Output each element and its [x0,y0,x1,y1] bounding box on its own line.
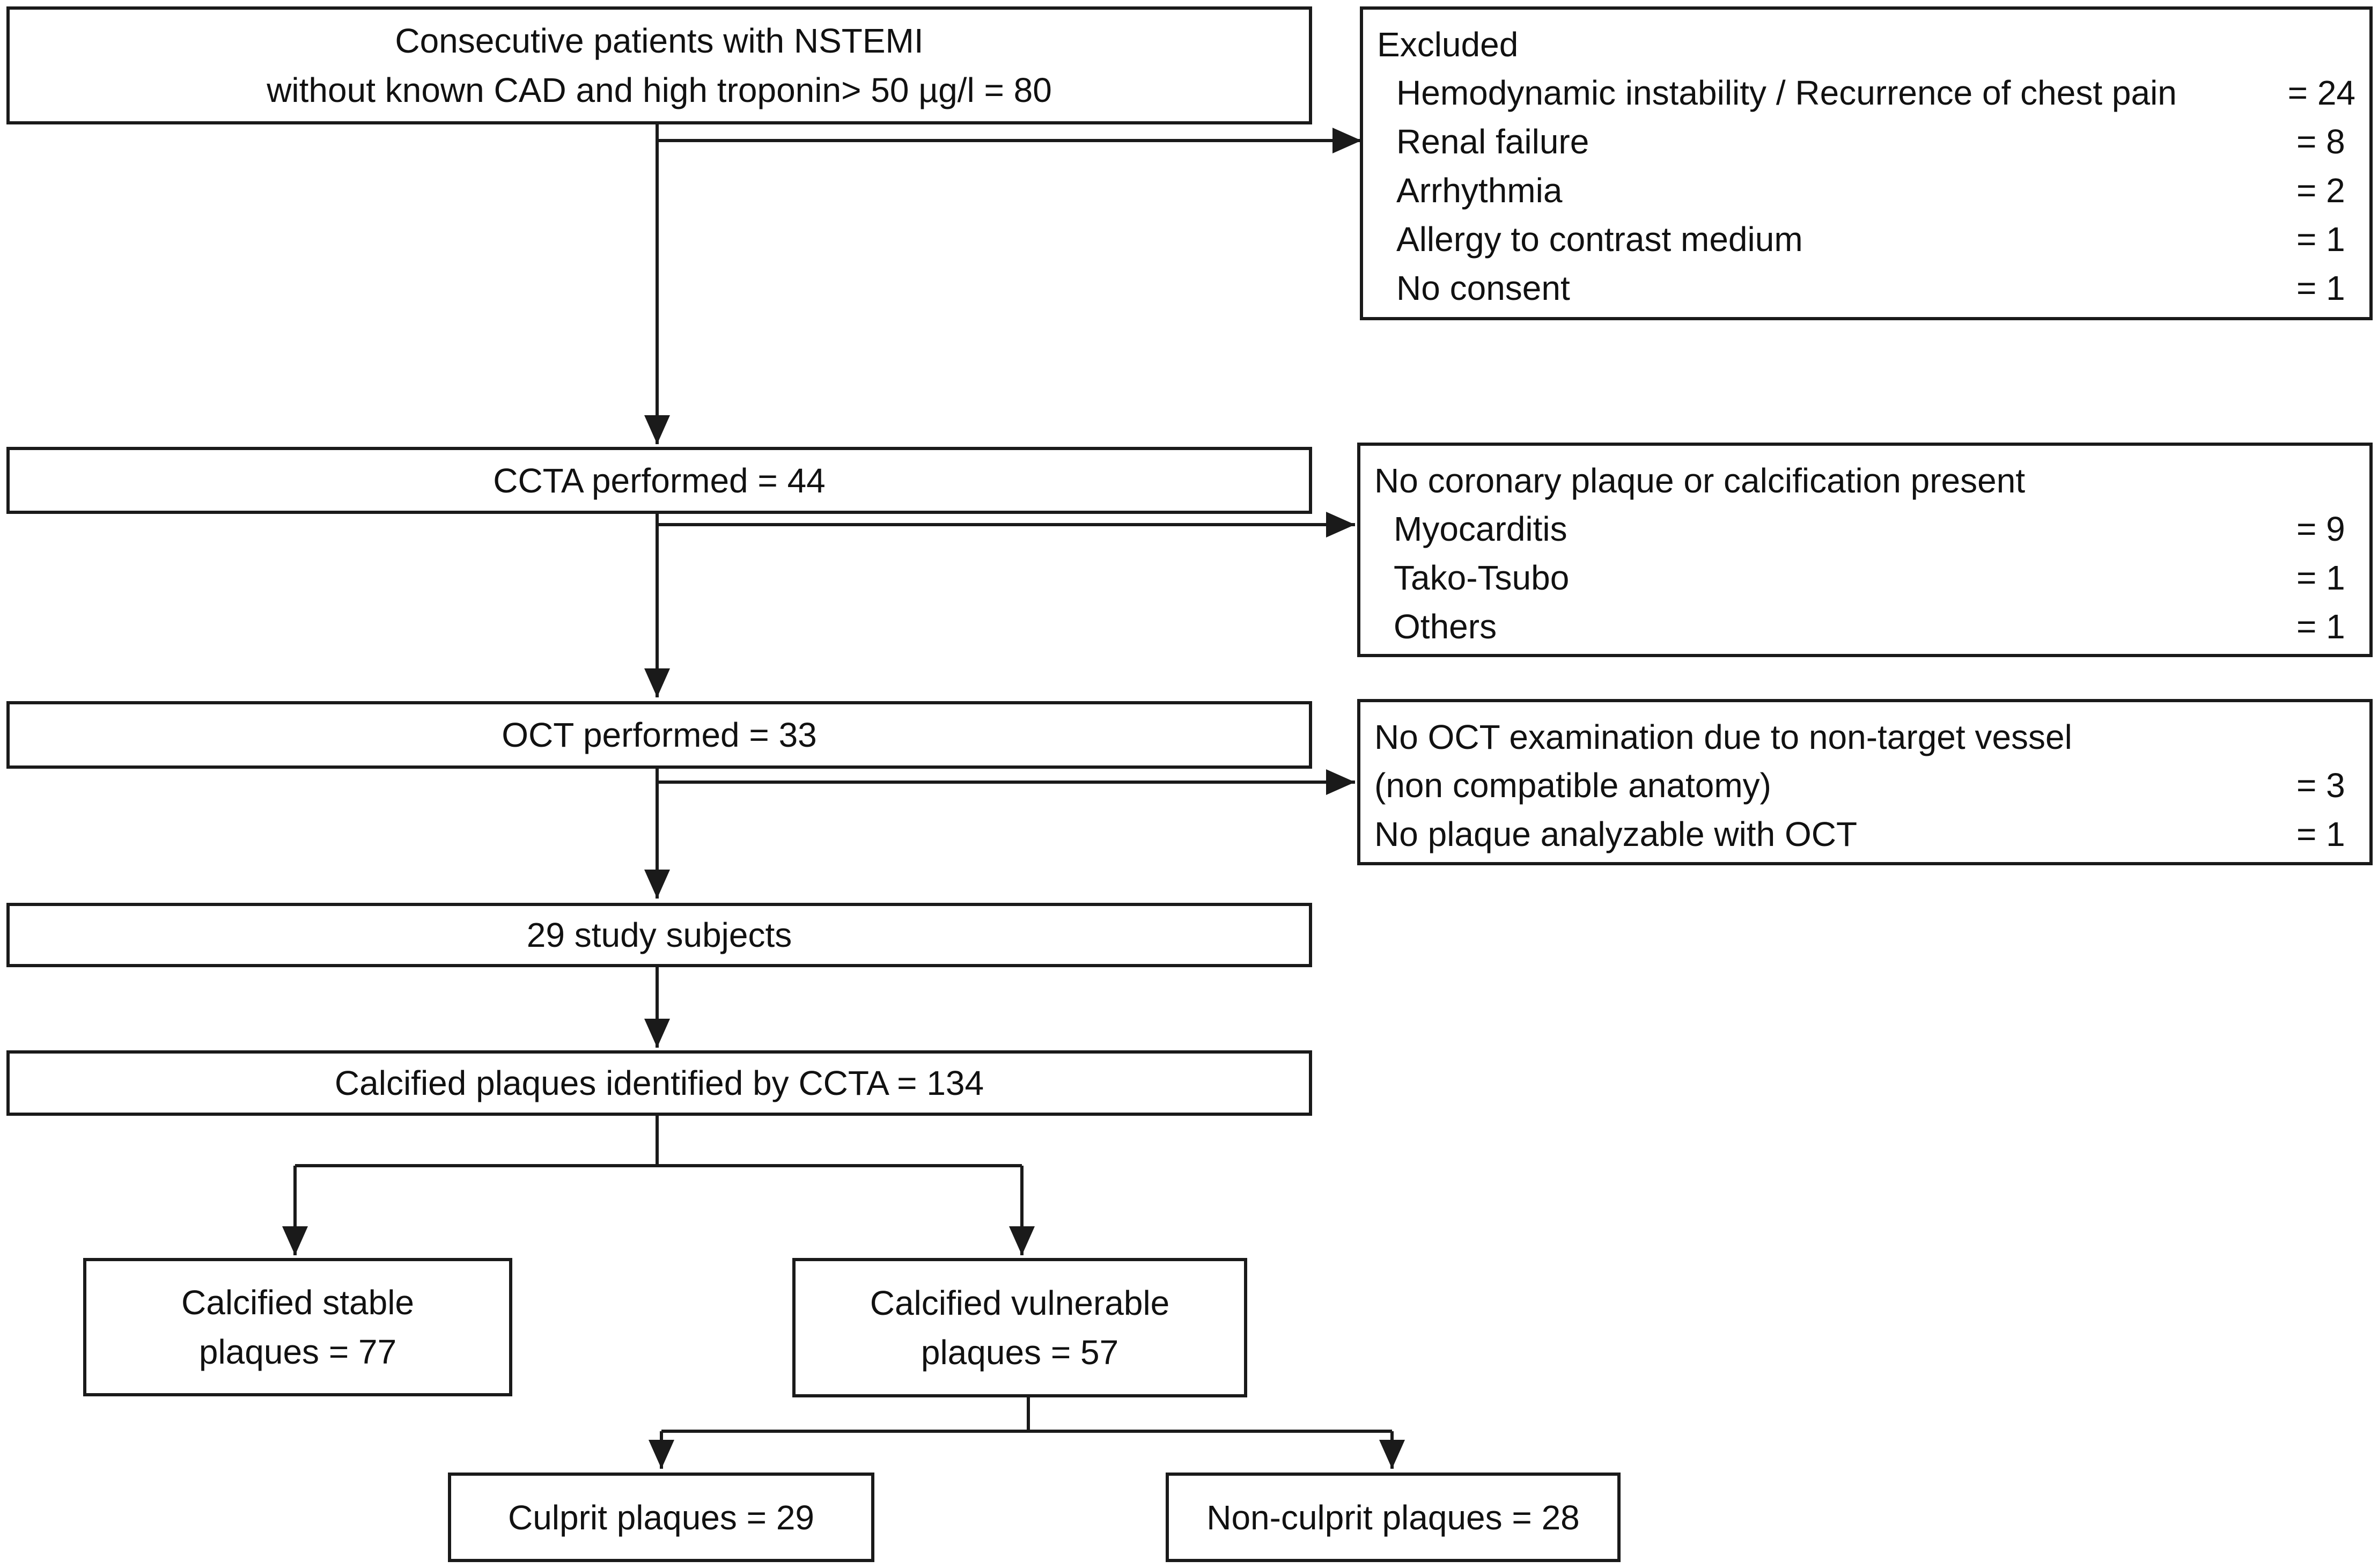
calcified-label: Calcified plaques identified by CCTA = 1… [334,1064,984,1102]
no-plaque-row: Tako-Tsubo = 1 [1374,554,2355,602]
excluded-row-value: = 1 [2296,220,2345,259]
no-plaque-row-value: = 1 [2296,558,2345,597]
box-oct-performed: OCT performed = 33 [6,701,1312,769]
box-study-subjects: 29 study subjects [6,903,1312,967]
subjects-label: 29 study subjects [526,916,792,954]
no-oct-row-value: = 1 [2296,815,2345,853]
box-excluded: Excluded Hemodynamic instability / Recur… [1360,6,2373,320]
box-culprit-plaques: Culprit plaques = 29 [448,1473,874,1562]
vulnerable-line-2: plaques = 57 [921,1333,1119,1372]
excluded-row-label: Arrhythmia [1396,171,1563,210]
excluded-row: Renal failure = 8 [1377,117,2355,166]
box-calcified-stable: Calcified stable plaques = 77 [83,1258,512,1396]
excluded-row: Arrhythmia = 2 [1377,166,2355,215]
start-line-1: Consecutive patients with NSTEMI [395,21,924,60]
excluded-row: Hemodynamic instability / Recurrence of … [1377,69,2355,117]
no-oct-title: No OCT examination due to non-target ves… [1374,718,2072,756]
box-calcified-plaques: Calcified plaques identified by CCTA = 1… [6,1050,1312,1116]
ccta-label: CCTA performed = 44 [493,461,826,500]
stable-line-2: plaques = 77 [198,1333,397,1371]
box-ccta-performed: CCTA performed = 44 [6,447,1312,514]
vulnerable-line-1: Calcified vulnerable [870,1284,1170,1322]
excluded-title: Excluded [1377,25,1519,64]
start-line-2: without known CAD and high troponin> 50 … [267,71,1052,109]
excluded-row-value: = 1 [2296,269,2345,307]
excluded-row-label: Hemodynamic instability / Recurrence of … [1396,73,2177,112]
excluded-row-value: = 8 [2296,122,2345,161]
stable-line-1: Calcified stable [181,1283,414,1322]
box-calcified-vulnerable: Calcified vulnerable plaques = 57 [792,1258,1247,1397]
box-no-coronary-plaque: No coronary plaque or calcification pres… [1357,443,2373,657]
box-nonculprit-plaques: Non-culprit plaques = 28 [1166,1473,1621,1562]
no-plaque-row-label: Myocarditis [1394,510,1567,548]
no-plaque-row-label: Tako-Tsubo [1394,558,1570,597]
no-plaque-row-value: = 9 [2296,510,2345,548]
culprit-label: Culprit plaques = 29 [507,1498,815,1537]
no-plaque-row-label: Others [1394,607,1497,646]
box-no-oct-examination: No OCT examination due to non-target ves… [1357,699,2373,865]
no-oct-row-value: = 3 [2296,766,2345,805]
excluded-row-value: = 2 [2296,171,2345,210]
no-plaque-row-value: = 1 [2296,607,2345,646]
box-consecutive-patients: Consecutive patients with NSTEMI without… [6,6,1312,124]
excluded-row: No consent = 1 [1377,264,2355,313]
no-plaque-title: No coronary plaque or calcification pres… [1374,461,2026,500]
no-oct-row-label: No plaque analyzable with OCT [1374,815,1858,853]
excluded-row-label: Allergy to contrast medium [1396,220,1803,259]
no-oct-row: No plaque analyzable with OCT = 1 [1374,810,2355,859]
no-plaque-row: Others = 1 [1374,602,2355,651]
nonculprit-label: Non-culprit plaques = 28 [1206,1498,1580,1537]
excluded-row-label: No consent [1396,269,1570,307]
excluded-row: Allergy to contrast medium = 1 [1377,215,2355,264]
no-plaque-row: Myocarditis = 9 [1374,505,2355,554]
excluded-row-value: = 24 [2287,73,2355,112]
oct-label: OCT performed = 33 [502,716,817,754]
no-oct-row: (non compatible anatomy) = 3 [1374,761,2355,810]
no-oct-row-label: (non compatible anatomy) [1374,766,1771,805]
excluded-row-label: Renal failure [1396,122,1589,161]
